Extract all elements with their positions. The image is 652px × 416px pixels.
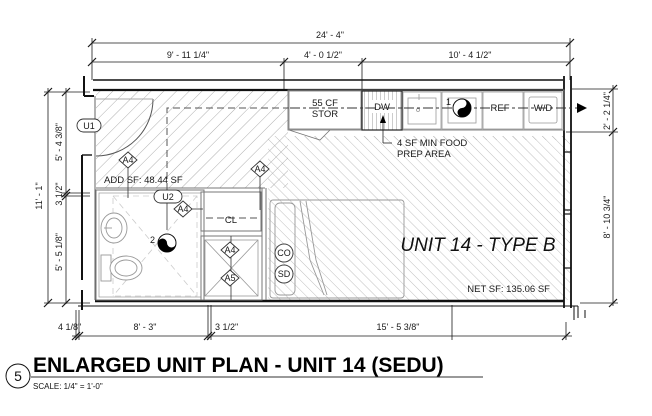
- drawing-title-block: 5 ENLARGED UNIT PLAN - UNIT 14 (SEDU) SC…: [5, 354, 483, 391]
- dim-right-segment-2: 8' - 10 3/4": [602, 196, 612, 239]
- toilet: [100, 254, 143, 282]
- svg-text:U2: U2: [162, 192, 174, 202]
- elevation-marker-1: 1: [446, 97, 472, 118]
- dim-right-segment-1: 2' - 2 1/4": [602, 92, 612, 130]
- svg-text:2: 2: [150, 235, 155, 245]
- food-prep-arrow-icon: [380, 115, 386, 123]
- svg-text:A5: A5: [224, 273, 235, 283]
- wall-tag-a4-1: A4: [118, 151, 138, 198]
- bottom-dimensions: [71, 305, 572, 341]
- top-dimensions: [87, 38, 575, 90]
- svg-text:A4: A4: [122, 155, 133, 165]
- elevation-marker-2: 2: [150, 233, 177, 253]
- dim-bottom-segment-2: 8' - 3": [134, 322, 157, 332]
- smoke-detector: SD: [274, 264, 294, 284]
- dim-left-overall: 11' - 1": [34, 182, 44, 209]
- refrigerator: [482, 91, 524, 130]
- left-dimensions: [43, 87, 90, 308]
- storage-label-2: STOR: [312, 109, 338, 120]
- dim-top-segment-1: 9' - 11 1/4": [167, 50, 209, 60]
- dishwasher: [361, 90, 403, 131]
- entry-door: [95, 98, 154, 157]
- storage-label-1: 55 CF: [312, 98, 338, 109]
- section-arrow-icon: [577, 103, 587, 113]
- lavatory: [100, 212, 128, 244]
- food-prep-note-1: 4 SF MIN FOOD: [397, 138, 467, 149]
- dim-bottom-segment-3: 3 1/2": [215, 322, 238, 332]
- dim-left-segment-3: 5' - 5 1/8": [54, 233, 64, 271]
- storage-cabinet: [288, 90, 362, 141]
- dim-top-segment-3: 10' - 4 1/2": [449, 50, 492, 60]
- washer-dryer: [523, 91, 563, 130]
- dim-bottom-segment-4: 15' - 5 3/8": [377, 322, 420, 332]
- dim-bottom-segment-1: 4 1/8": [58, 322, 81, 332]
- wall-tag-a4-3: A4: [173, 200, 203, 218]
- door-tag-u2: U2: [153, 189, 183, 230]
- net-sf-label: NET SF: 135.06 SF: [467, 284, 550, 295]
- wall-tag-a4-2: A4: [250, 160, 270, 210]
- dim-left-segment-2: 3 1/2": [54, 182, 64, 205]
- svg-text:1: 1: [446, 97, 451, 107]
- wall-tag-a4-4: A4: [220, 241, 240, 259]
- dim-top-segment-2: 4' - 0 1/2": [304, 50, 342, 60]
- svg-text:U1: U1: [83, 121, 95, 131]
- drawing-title: ENLARGED UNIT PLAN - UNIT 14 (SEDU): [33, 354, 444, 377]
- drawing-number: 5: [14, 368, 22, 384]
- svg-text:A4: A4: [224, 245, 235, 255]
- sd-label: SD: [278, 269, 291, 279]
- dishwasher-label: DW: [374, 102, 390, 113]
- food-prep-note-2: PREP AREA: [397, 149, 451, 160]
- right-dimensions: [566, 84, 618, 308]
- mechanical-chase: [204, 236, 259, 300]
- add-sf-label: ADD SF: 48.44 SF: [104, 175, 183, 186]
- walls: [78, 76, 586, 320]
- washer-dryer-label: W/D: [534, 103, 553, 114]
- wall-tag-a5: A5: [220, 269, 240, 287]
- closet-label: CL: [225, 215, 237, 226]
- floor-hatch: [96, 91, 570, 300]
- co-label: CO: [277, 248, 291, 258]
- co-detector: CO: [274, 243, 294, 263]
- unit-name-label: UNIT 14 - TYPE B: [400, 235, 556, 256]
- refrigerator-label: REF: [491, 103, 510, 114]
- dim-left-segment-1: 5' - 4 3/8": [54, 123, 64, 161]
- bed: [269, 199, 405, 299]
- sink: [402, 91, 442, 130]
- svg-text:A4: A4: [254, 164, 265, 174]
- svg-text:A4: A4: [177, 204, 188, 214]
- drawing-scale: SCALE: 1/4" = 1'-0": [33, 382, 103, 391]
- dim-top-overall: 24' - 4": [316, 30, 344, 40]
- door-tag-u1: U1: [76, 118, 102, 133]
